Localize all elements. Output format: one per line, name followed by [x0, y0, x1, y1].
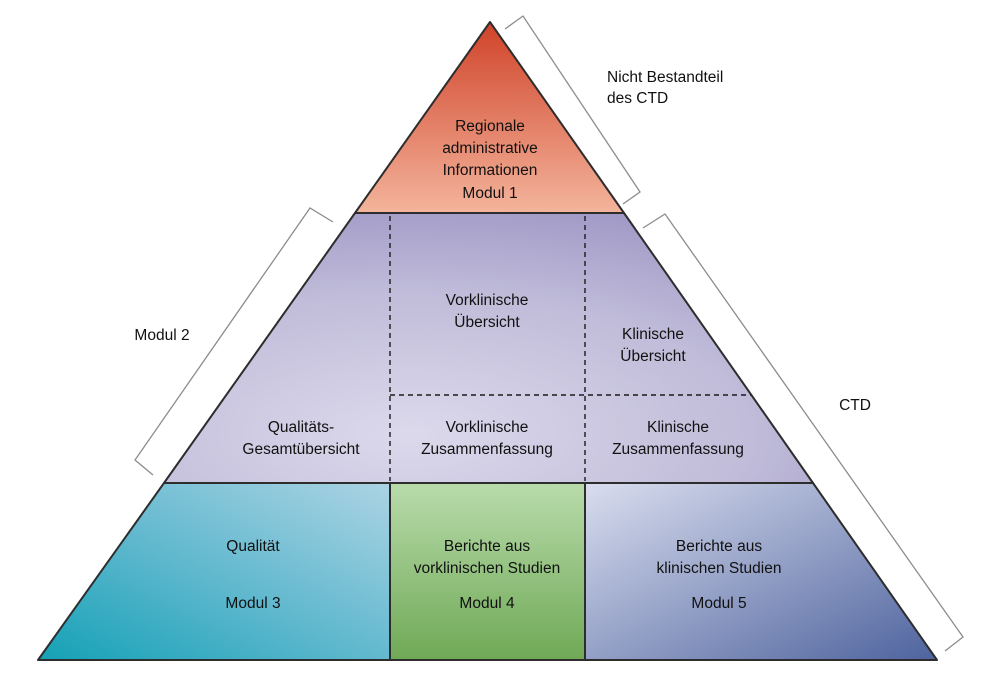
module1-title-line3: Informationen [443, 162, 538, 179]
module3-label: Modul 3 [225, 595, 280, 612]
module2-side-label: Modul 2 [134, 327, 189, 344]
module4-title-line2: vorklinischen Studien [414, 560, 560, 577]
module5-title-line1: Berichte aus [676, 538, 762, 555]
preclinical-overview-line1: Vorklinische [446, 292, 529, 309]
module2-bracket [134, 207, 334, 476]
module1-title-line1: Regionale [455, 118, 525, 135]
module1-title-line2: administrative [442, 140, 538, 157]
module5-label: Modul 5 [691, 595, 746, 612]
module4-title-line1: Berichte aus [444, 538, 530, 555]
clinical-overview-line1: Klinische [622, 326, 684, 343]
preclinical-overview-line2: Übersicht [454, 313, 520, 331]
module1-label: Modul 1 [462, 185, 517, 202]
not-part-of-ctd-label-line1: Nicht Bestandteil [607, 69, 723, 86]
preclinical-summary-line2: Zusammenfassung [421, 441, 553, 458]
not-part-of-ctd-label-line2: des CTD [607, 90, 668, 107]
module3-section [37, 482, 391, 661]
ctd-bracket [642, 213, 964, 652]
ctd-side-label: CTD [839, 397, 871, 414]
quality-overview-line1: Qualitäts- [268, 419, 334, 436]
module4-label: Modul 4 [459, 595, 515, 612]
module3-title: Qualität [226, 538, 280, 555]
preclinical-summary-line1: Vorklinische [446, 419, 529, 436]
module5-section [584, 482, 938, 661]
clinical-overview-line2: Übersicht [620, 347, 686, 365]
clinical-summary-line1: Klinische [647, 419, 709, 436]
clinical-summary-line2: Zusammenfassung [612, 441, 744, 458]
module5-title-line2: klinischen Studien [657, 560, 782, 577]
quality-overview-line2: Gesamtübersicht [242, 441, 360, 458]
not-part-of-ctd-bracket [504, 15, 641, 205]
